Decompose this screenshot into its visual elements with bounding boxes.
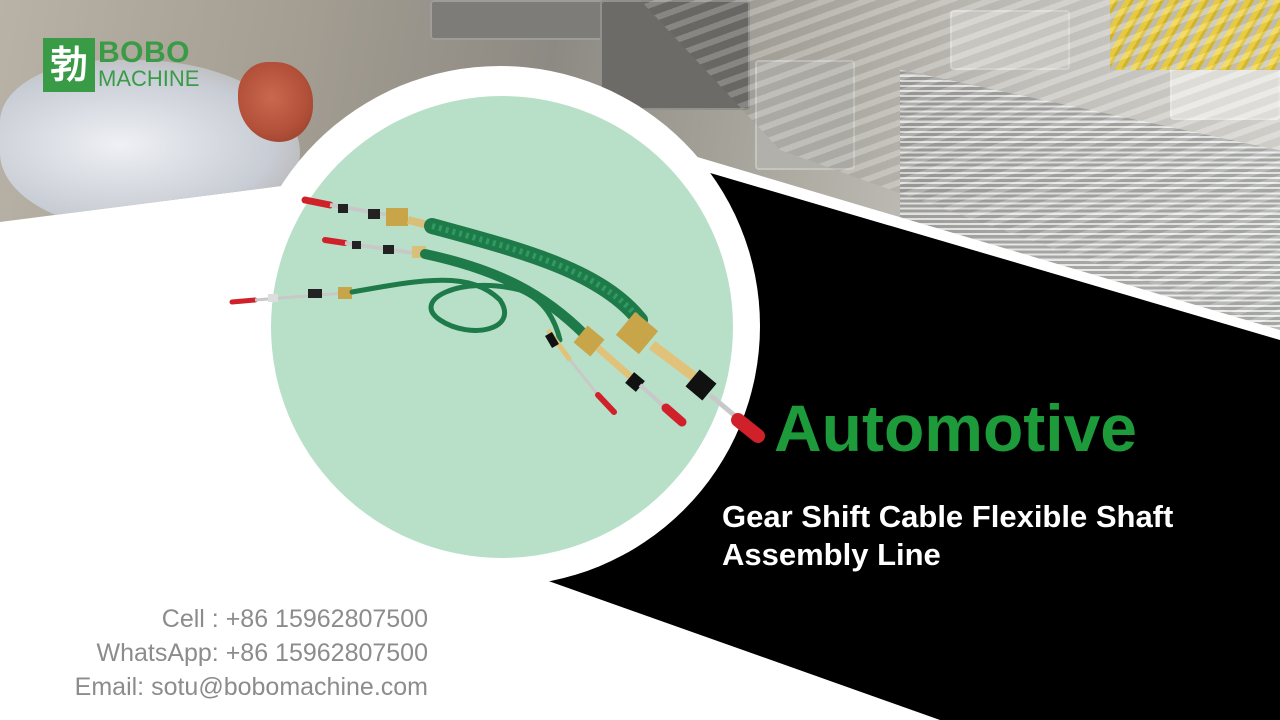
subtitle-line-2: Assembly Line bbox=[722, 537, 941, 572]
machine-part bbox=[950, 10, 1070, 70]
contact-whatsapp: WhatsApp: +86 15962807500 bbox=[96, 639, 428, 667]
cable-2 bbox=[322, 237, 687, 427]
yellow-rods bbox=[1110, 0, 1280, 70]
contact-info: Cell : +86 15962807500 WhatsApp: +86 159… bbox=[75, 602, 428, 704]
logo-wordmark: BOBO MACHINE bbox=[98, 36, 200, 91]
product-circle bbox=[271, 96, 733, 558]
headline-subtitle: Gear Shift Cable Flexible Shaft Assembly… bbox=[722, 498, 1262, 574]
worker-glove bbox=[238, 62, 313, 142]
logo-text-machine: MACHINE bbox=[98, 66, 200, 91]
company-logo: 勃 BOBO MACHINE bbox=[43, 37, 199, 93]
cable-1 bbox=[301, 196, 765, 443]
cable-3 bbox=[229, 277, 617, 415]
logo-mark: 勃 bbox=[43, 38, 95, 92]
logo-text-bobo: BOBO bbox=[98, 36, 190, 69]
machine-part bbox=[600, 0, 750, 110]
subtitle-line-1: Gear Shift Cable Flexible Shaft bbox=[722, 499, 1174, 534]
contact-email: Email: sotu@bobomachine.com bbox=[74, 673, 428, 701]
headline-title: Automotive bbox=[774, 391, 1137, 465]
machine-part bbox=[755, 60, 855, 170]
machine-part bbox=[430, 0, 630, 40]
contact-cell: Cell : +86 15962807500 bbox=[161, 605, 428, 633]
